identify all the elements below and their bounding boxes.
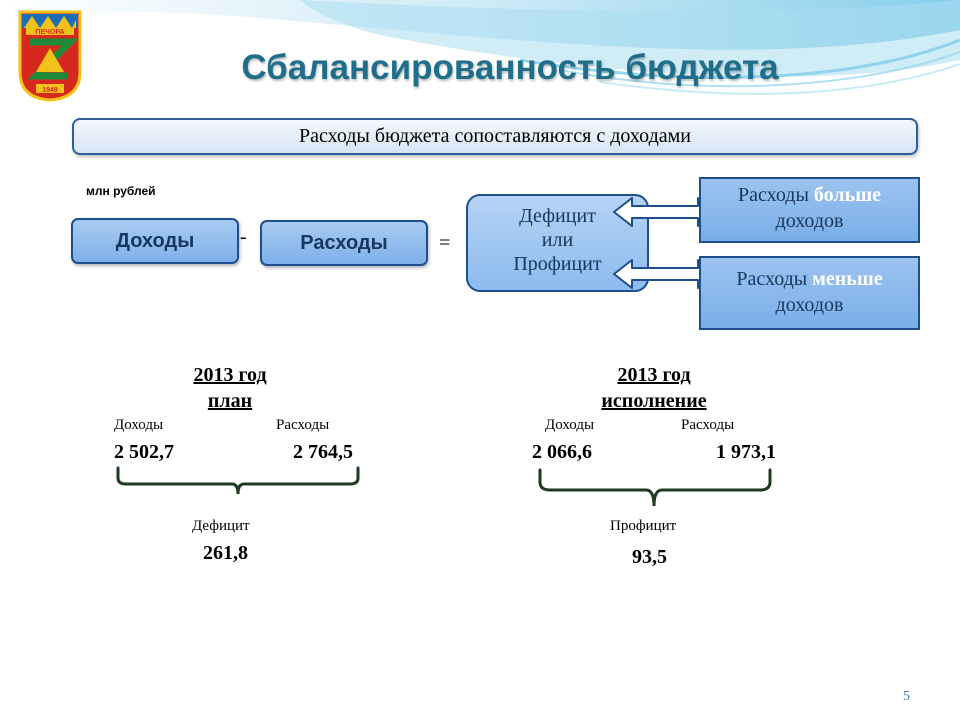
- equals-sign: =: [439, 232, 451, 254]
- case-less-highlight: меньше: [812, 268, 883, 290]
- result-line-3: Профицит: [513, 253, 602, 275]
- actual-income-label: Доходы: [545, 417, 595, 433]
- deficit-or-surplus-box: Дефицит или Профицит: [466, 194, 649, 292]
- plan-expense-label: Расходы: [276, 417, 330, 433]
- actual-expense-value: 1 973,1: [716, 441, 776, 463]
- banner-statement: Расходы бюджета сопоставляются с доходам…: [72, 118, 918, 155]
- coat-of-arms-icon: ПЕЧОРА 1949: [18, 10, 82, 102]
- actual-year: 2013 год: [617, 364, 691, 386]
- case-more-highlight: больше: [813, 184, 881, 206]
- case-less-suffix: доходов: [775, 294, 844, 316]
- plan-year: 2013 год: [193, 364, 267, 386]
- actual-expense-label: Расходы: [681, 417, 735, 433]
- actual-result-value: 93,5: [632, 546, 667, 568]
- case-more-prefix: Расходы: [738, 184, 814, 206]
- plan-label: план: [207, 390, 253, 412]
- plan-heading: 2013 год план: [130, 362, 330, 414]
- actual-heading: 2013 год исполнение: [554, 362, 754, 414]
- case-more-suffix: доходов: [775, 210, 844, 232]
- plan-income-value: 2 502,7: [114, 441, 174, 463]
- page-number: 5: [903, 689, 910, 704]
- plan-result-label: Дефицит: [192, 518, 250, 534]
- actual-result-label: Профицит: [610, 518, 677, 534]
- plan-income-label: Доходы: [114, 417, 164, 433]
- background-waves: [0, 0, 960, 95]
- slide-title: Сбалансированность бюджета: [241, 48, 779, 87]
- income-box: Доходы: [71, 218, 239, 264]
- coat-of-arms-year: 1949: [42, 87, 58, 94]
- case-expenses-more: Расходы больше доходов: [699, 177, 920, 243]
- plan-result-value: 261,8: [203, 542, 248, 564]
- plan-brace: [116, 466, 360, 495]
- expense-box: Расходы: [260, 220, 428, 266]
- minus-sign: -: [240, 226, 247, 248]
- result-line-1: Дефицит: [519, 205, 596, 227]
- unit-label: млн рублей: [86, 184, 156, 198]
- actual-brace: [538, 468, 772, 507]
- case-expenses-less: Расходы меньше доходов: [699, 256, 920, 330]
- coat-of-arms-text: ПЕЧОРА: [35, 29, 64, 36]
- result-line-2: или: [541, 229, 574, 251]
- plan-expense-value: 2 764,5: [293, 441, 353, 463]
- actual-label: исполнение: [601, 390, 707, 412]
- case-less-prefix: Расходы: [736, 268, 813, 290]
- coat-of-arms: ПЕЧОРА 1949: [18, 10, 82, 102]
- actual-income-value: 2 066,6: [532, 441, 592, 463]
